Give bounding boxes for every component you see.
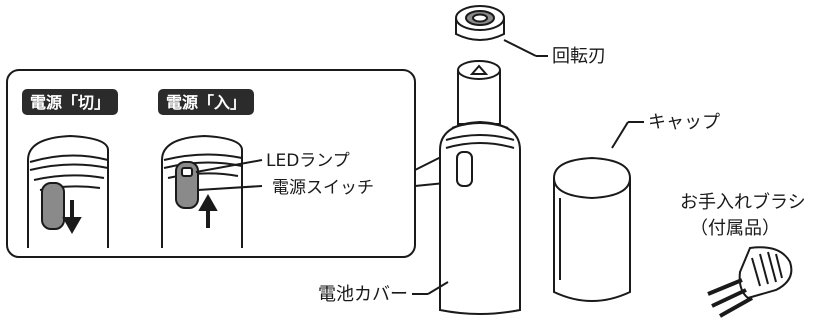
- battery-leader-line: [427, 281, 449, 295]
- switch-leader-line: [197, 185, 263, 191]
- cap-illustration: [552, 156, 632, 302]
- up-arrow-icon: [198, 193, 218, 211]
- label-led-lamp: LEDランプ: [266, 151, 350, 171]
- cap-leader-line: [611, 121, 629, 149]
- brush-bristle-1: [707, 278, 743, 296]
- body-ring-3: [445, 142, 515, 149]
- body-outline-on: [161, 134, 243, 248]
- cap-top: [552, 156, 632, 200]
- blade-hub: [472, 13, 488, 23]
- down-arrow-icon: [62, 217, 82, 235]
- badge-off-text: 電源「切」: [30, 93, 110, 112]
- cap-side: [553, 178, 631, 302]
- badge-on-text: 電源「入」: [166, 93, 246, 112]
- body-detail-off: [27, 134, 109, 248]
- body-ring-off-1: [29, 154, 109, 163]
- label-rotary-blade: 回転刃: [552, 46, 606, 67]
- blade-leader-line: [503, 39, 537, 57]
- body-shell: [439, 120, 521, 315]
- power-switch-off: [41, 182, 65, 230]
- label-battery-cover: 電池カバー: [318, 284, 408, 305]
- label-brush-accessory: （付属品）: [690, 218, 780, 239]
- badge-on-bg: [158, 89, 254, 115]
- led-leader-line: [195, 159, 263, 173]
- body-ring-off-3: [33, 174, 105, 181]
- body-ring-on-3: [167, 172, 239, 179]
- brush-grip-1: [751, 257, 761, 287]
- head-opening: [469, 64, 489, 75]
- cleaning-brush-illustration: [707, 246, 793, 318]
- body-outline-off: [27, 134, 109, 248]
- badge-power-off: 電源「切」: [22, 89, 118, 115]
- body-ring-1: [451, 122, 509, 129]
- brush-grip-2: [759, 253, 769, 285]
- badge-power-on: 電源「入」: [158, 89, 254, 115]
- body-power-switch: [456, 151, 473, 187]
- body-ring-2: [445, 134, 515, 141]
- body-ring-off-2: [29, 163, 109, 171]
- rotary-blade-illustration: [455, 5, 505, 41]
- led-lamp-icon: [181, 167, 193, 177]
- brush-bristle-2: [711, 288, 747, 308]
- label-brush-name: お手入れブラシ: [680, 191, 806, 213]
- trimmer-main-body: [439, 60, 521, 315]
- switch-detail-inset: 電源「切」 電源「入」: [6, 69, 416, 258]
- body-detail-on: [161, 134, 263, 248]
- body-ring-on-1: [163, 153, 243, 161]
- brush-bristle-3: [719, 296, 753, 318]
- brush-grip-4: [775, 253, 783, 279]
- label-power-switch: 電源スイッチ: [272, 178, 374, 198]
- brush-grip-3: [767, 251, 777, 283]
- badge-off-bg: [22, 89, 118, 115]
- label-cap: キャップ: [648, 112, 720, 133]
